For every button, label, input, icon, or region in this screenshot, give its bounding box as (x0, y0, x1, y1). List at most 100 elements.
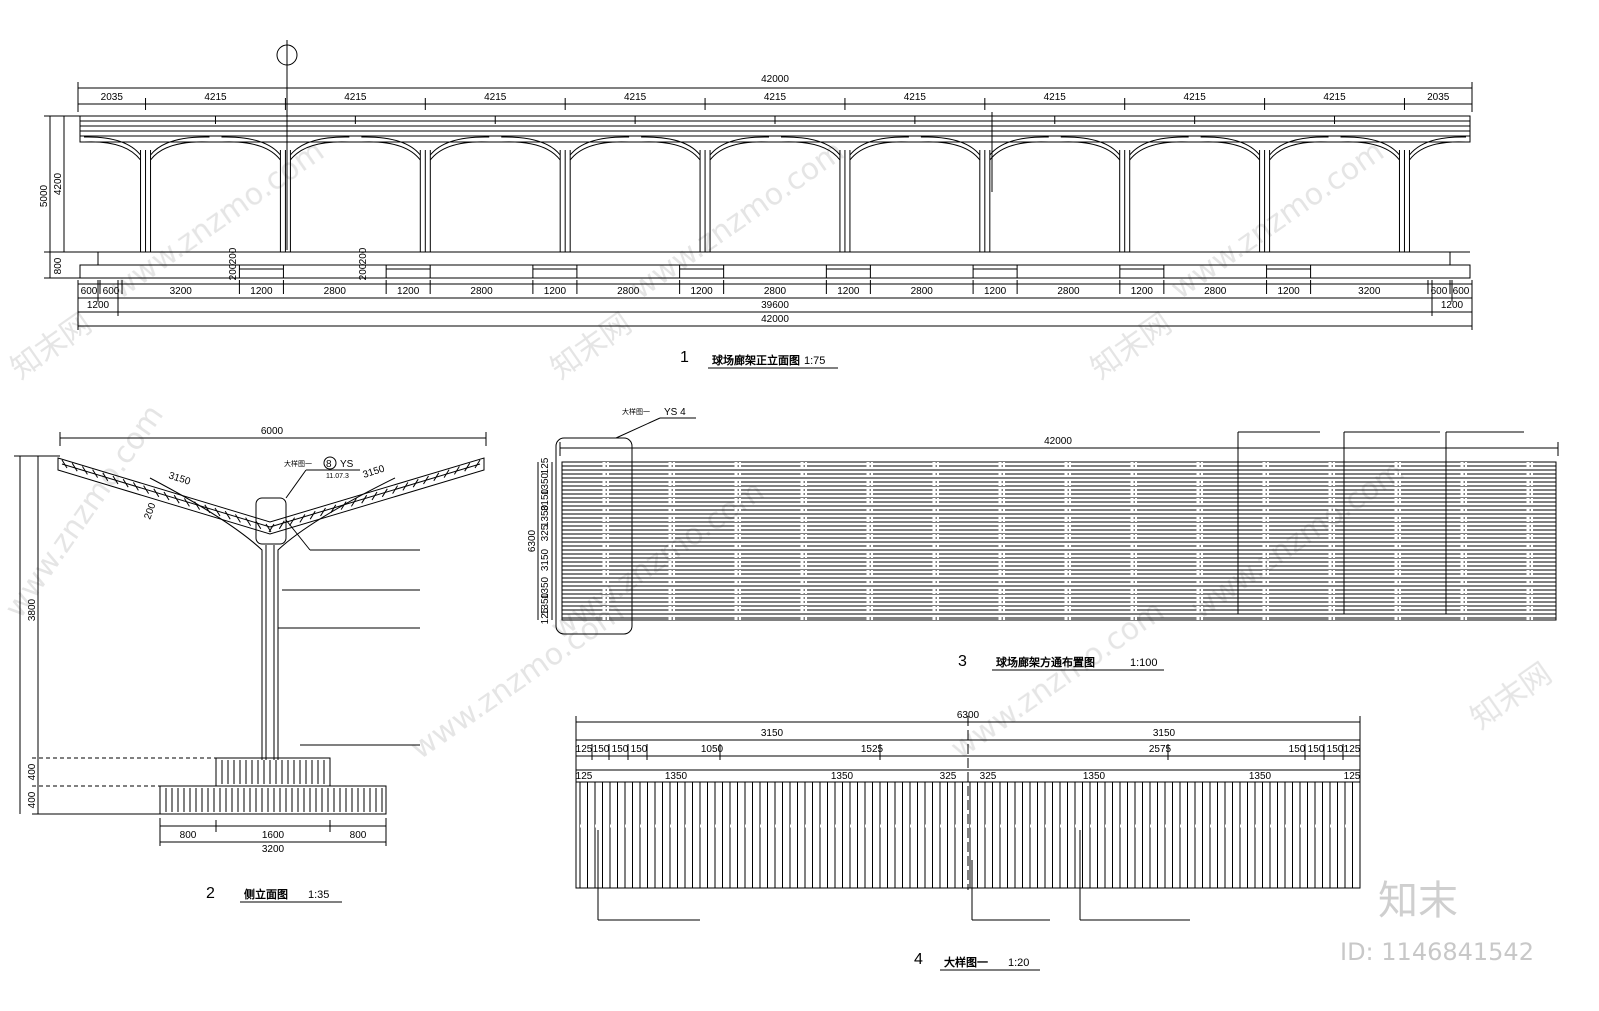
column-arch (1129, 141, 1189, 161)
column-arch (290, 136, 350, 156)
drawing-number: 1 (680, 349, 689, 366)
dim-height-base: 800 (53, 257, 64, 274)
arm-hatch (61, 459, 68, 469)
column-arch (501, 136, 561, 156)
column-arch (501, 141, 561, 161)
watermark-layer: www.znzmo.com www.znzmo.com www.znzmo.co… (0, 134, 1558, 767)
detail-ref: 大样图一 (622, 407, 650, 416)
dim-segment: 150 (612, 744, 629, 755)
watermark-text: www.znzmo.com (105, 134, 331, 307)
footing (385, 264, 431, 279)
arm-hatch (350, 498, 357, 507)
column-arch (920, 141, 981, 161)
side-elevation-drawing (14, 432, 487, 846)
dim-segment: 1350 (540, 576, 551, 599)
column-arch (429, 136, 490, 156)
dim-segment: 1350 (1249, 771, 1272, 782)
dim-segment: 1350 (540, 472, 551, 495)
dim-width: 6000 (261, 426, 284, 437)
dim-segment: 325 (940, 771, 957, 782)
dim-segment: 1200 (544, 286, 567, 297)
column-arch (641, 141, 701, 161)
dim-edge-right: 1200 (1441, 300, 1464, 311)
dim-segment: 1200 (1131, 286, 1154, 297)
detail-sub: 11.07.3 (326, 473, 349, 480)
dim-segment: 125 (540, 607, 551, 624)
dim-segment: 4215 (1323, 92, 1346, 103)
arm-hatch (92, 469, 99, 478)
brand-id: ID: 1146841542 (1340, 938, 1534, 966)
arm-hatch (234, 514, 241, 523)
dim-segment: 1350 (665, 771, 688, 782)
dim-segment: 1200 (837, 286, 860, 297)
dim-base-height: 400 (27, 791, 38, 808)
drawing-title: 大样图一 (944, 955, 988, 969)
side-elevation-labels: 6000 3150 3150 200 3800 400 400 800 1600… (27, 426, 387, 903)
dim-segment: 2800 (1204, 286, 1227, 297)
arm-hatch (71, 462, 78, 472)
column-arch (221, 136, 281, 156)
drawing-scale: 1:100 (1130, 657, 1158, 669)
dim-segment: 2800 (470, 286, 493, 297)
drawing-title: 球场廊架方通布置图 (996, 655, 1095, 669)
watermark-text: www.znzmo.com (1165, 134, 1391, 307)
arm-hatch (278, 520, 285, 530)
arm-hatch (224, 510, 231, 520)
arm-hatch (381, 488, 388, 498)
detail-sheet: YS (340, 459, 354, 470)
arm-hatch (412, 478, 419, 488)
arm-hatch (153, 488, 160, 498)
dim-segment: 325 (980, 771, 997, 782)
dim-base-width: 800 (350, 830, 367, 841)
arm-hatch (112, 475, 119, 485)
column-arch (1409, 136, 1467, 156)
footing (1119, 264, 1165, 279)
arm-hatch (173, 494, 180, 504)
dim-segment: 2800 (324, 286, 347, 297)
dim-half: 3150 (1153, 728, 1176, 739)
dim-segment: 600 (1453, 286, 1470, 297)
detail-number: 8 (326, 459, 332, 470)
detail-drawing (575, 716, 1361, 921)
dim-segment: 600 (1431, 286, 1448, 297)
column-arch (1200, 136, 1260, 156)
arm-hatch (474, 459, 481, 469)
arm-hatch (402, 482, 409, 491)
dim-segment: 600 (81, 286, 98, 297)
dim-total: 42000 (1044, 436, 1072, 447)
column-arch (849, 141, 909, 161)
dim-segment: 2800 (911, 286, 934, 297)
dim-segment: 2575 (1149, 744, 1172, 755)
column-arch (1129, 136, 1189, 156)
arm-hatch (214, 507, 221, 517)
arm-hatch (309, 510, 316, 520)
dim-inner-total: 39600 (761, 300, 789, 311)
watermark-text: www.znzmo.com (625, 134, 851, 307)
arm-hatch (299, 514, 306, 523)
drawing-number: 4 (914, 951, 923, 968)
dim-segment: 1200 (691, 286, 714, 297)
dim-segment: 1200 (1277, 286, 1300, 297)
arm-hatch (132, 482, 139, 491)
watermark-text: 知末网 (5, 306, 99, 386)
dim-segment: 4215 (1184, 92, 1207, 103)
watermark-text: 知末网 (545, 306, 639, 386)
arm-hatch (245, 517, 252, 526)
dim-base-width: 800 (180, 830, 197, 841)
arm-hatch (433, 472, 440, 482)
arm-hatch (361, 494, 368, 504)
dim-segment: 1050 (701, 744, 724, 755)
dim-arm-right: 3150 (362, 463, 387, 480)
dim-segment: 125 (576, 771, 593, 782)
dim-small: 200 (358, 263, 369, 280)
arm-hatch (320, 507, 326, 517)
drawing-title: 侧立面图 (244, 887, 288, 901)
dim-segment: 2035 (101, 92, 124, 103)
arm-hatch (423, 475, 429, 485)
dim-total: 42000 (761, 74, 789, 85)
drawing-title: 球场廊架正立面图 (712, 353, 800, 367)
dim-segment: 4215 (764, 92, 787, 103)
column-arch (150, 136, 210, 156)
dim-small: 200 (358, 247, 369, 264)
column-arch (1060, 141, 1121, 161)
